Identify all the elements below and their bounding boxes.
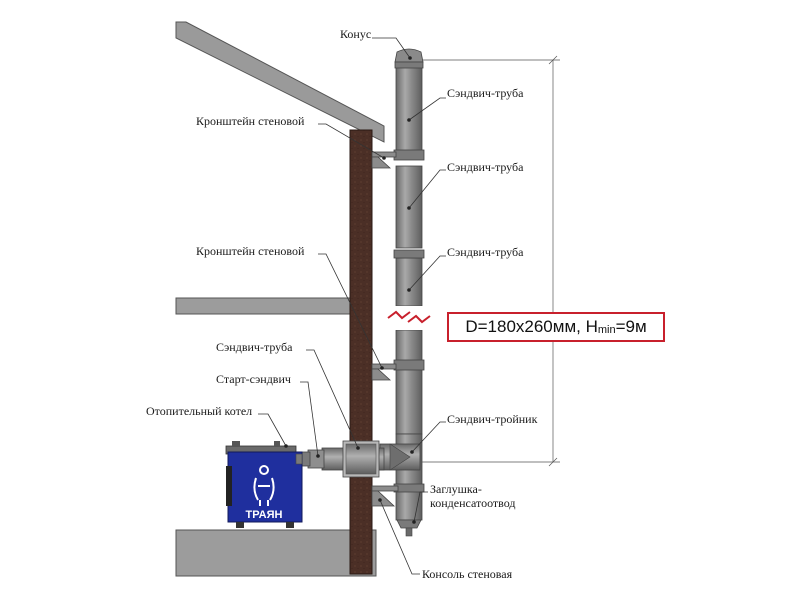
roof xyxy=(175,21,385,143)
label-wall-bracket-1: Кронштейн стеновой xyxy=(196,114,305,128)
label-sandwich-pipe-2: Сэндвич-труба xyxy=(447,160,524,174)
condensate-cap xyxy=(396,519,422,537)
label-sandwich-pipe-3: Сэндвич-труба xyxy=(447,245,524,259)
cone-cap xyxy=(394,48,424,69)
wall-console xyxy=(371,485,399,507)
spec-main: D=180x260мм, H xyxy=(465,317,598,336)
wall xyxy=(349,129,373,575)
horizontal-pipe xyxy=(297,440,385,478)
spec-tail: =9м xyxy=(615,317,647,336)
label-cone: Конус xyxy=(340,27,372,41)
height-dimension xyxy=(422,55,560,467)
tee-section xyxy=(379,443,421,471)
spec-sub: min xyxy=(597,324,616,336)
spec-box: D=180x260мм, Hmin=9м xyxy=(447,312,665,342)
label-condensate-cap-1: Заглушка- xyxy=(430,482,482,496)
label-sandwich-pipe-1: Сэндвич-труба xyxy=(447,86,524,100)
heating-boiler: ТРАЯН xyxy=(225,441,303,528)
label-horizontal-sandwich-pipe: Сэндвич-труба xyxy=(216,340,293,354)
floor-slab-upper xyxy=(175,297,353,315)
label-condensate-cap-2: конденсатоотвод xyxy=(430,496,516,510)
leader-dots xyxy=(284,56,416,524)
boiler-emblem-icon xyxy=(253,465,275,506)
boiler-brand-logo: ТРАЯН xyxy=(246,509,283,521)
wall-bracket-upper xyxy=(371,151,397,169)
wall-bracket-lower xyxy=(371,363,397,381)
label-wall-bracket-2: Кронштейн стеновой xyxy=(196,244,305,258)
boiler-flue xyxy=(295,453,303,465)
leader-lines xyxy=(258,37,446,575)
label-heating-boiler: Отопительный котел xyxy=(146,404,253,418)
label-sandwich-tee: Сэндвич-тройник xyxy=(447,412,538,426)
label-wall-console: Консоль стеновая xyxy=(422,567,513,581)
break-mark xyxy=(387,306,431,330)
floor-slab-lower xyxy=(175,529,377,577)
label-start-sandwich: Старт-сэндвич xyxy=(216,372,291,386)
